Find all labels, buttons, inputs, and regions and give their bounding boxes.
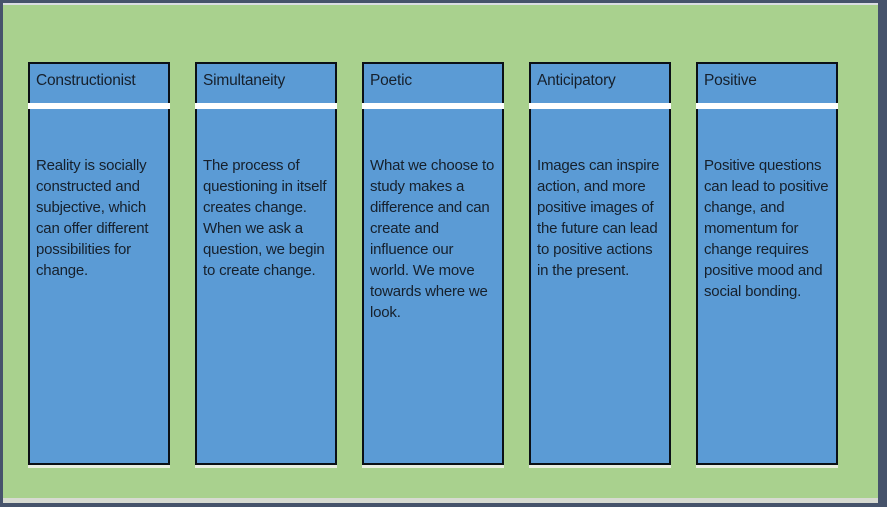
principle-card-poetic: Poetic What we choose to study makes a d… bbox=[362, 62, 504, 465]
principle-body: The process of questioning in itself cre… bbox=[203, 157, 327, 279]
principle-title: Poetic bbox=[370, 72, 412, 89]
principle-title: Anticipatory bbox=[537, 72, 616, 89]
slide: Constructionist Reality is socially cons… bbox=[3, 3, 878, 503]
title-divider bbox=[195, 103, 337, 109]
slide-canvas: Constructionist Reality is socially cons… bbox=[3, 5, 878, 498]
principle-title: Positive bbox=[704, 72, 757, 89]
title-divider bbox=[696, 103, 838, 109]
bottom-edge-highlight bbox=[3, 498, 878, 503]
title-divider bbox=[362, 103, 504, 109]
principle-body: Images can inspire action, and more posi… bbox=[537, 157, 660, 279]
principle-card-positive: Positive Positive questions can lead to … bbox=[696, 62, 838, 465]
principle-body: Reality is socially constructed and subj… bbox=[36, 157, 149, 279]
principles-row: Constructionist Reality is socially cons… bbox=[28, 62, 838, 465]
principle-body: Positive questions can lead to positive … bbox=[704, 157, 829, 300]
principle-card-constructionist: Constructionist Reality is socially cons… bbox=[28, 62, 170, 465]
principle-title: Simultaneity bbox=[203, 72, 286, 89]
title-divider bbox=[529, 103, 671, 109]
principle-card-anticipatory: Anticipatory Images can inspire action, … bbox=[529, 62, 671, 465]
top-edge-highlight bbox=[3, 3, 878, 5]
title-divider bbox=[28, 103, 170, 109]
principle-card-simultaneity: Simultaneity The process of questioning … bbox=[195, 62, 337, 465]
principle-title: Constructionist bbox=[36, 72, 136, 89]
principle-body: What we choose to study makes a differen… bbox=[370, 157, 495, 321]
